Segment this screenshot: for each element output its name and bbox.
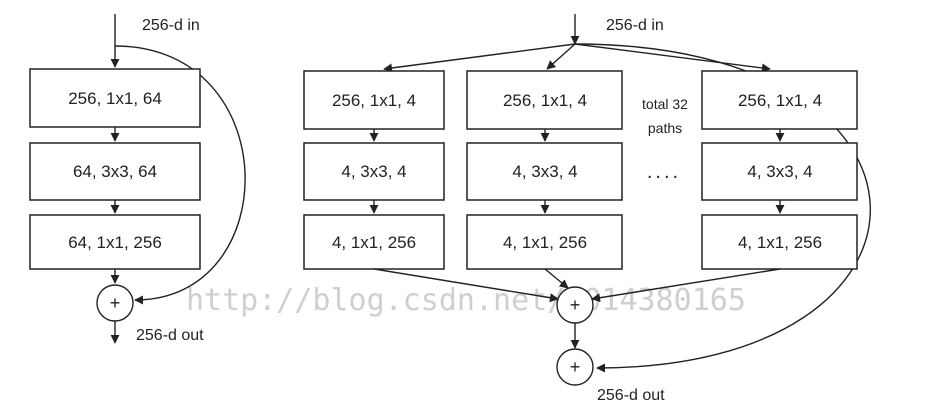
path-layer-box	[303, 142, 445, 201]
path-layer-label: 4, 3x3, 4	[512, 162, 577, 181]
merge-arrow-path-2	[544, 268, 569, 289]
left-layer-box: 64, 1x1, 256	[29, 214, 201, 270]
left-add-node: +	[96, 284, 134, 322]
residual-add-symbol: +	[570, 357, 581, 377]
path-2: 256, 1x1, 4 4, 3x3, 4 4, 1x1, 256	[466, 70, 623, 270]
residual-add-node: +	[556, 348, 594, 386]
merge-arrow-path-3	[591, 268, 781, 303]
left-block: 256-d in 256, 1x1, 64 64, 3x3, 64 64, 1x…	[29, 14, 246, 344]
path-layer-box	[701, 142, 858, 201]
path-layer-label: 4, 3x3, 4	[341, 162, 406, 181]
split-arrow-path-2	[546, 43, 576, 70]
path-layer-label: 4, 1x1, 256	[332, 233, 416, 252]
paths-ellipsis: ....	[647, 161, 681, 183]
left-output-label: 256-d out	[136, 327, 204, 344]
paths-count-note: paths	[648, 120, 682, 136]
path-layer-label: 4, 1x1, 256	[738, 233, 822, 252]
path-layer-label: 4, 3x3, 4	[747, 162, 812, 181]
path-layer-box	[701, 70, 858, 130]
split-arrow-path-3	[574, 43, 771, 73]
left-shortcut-connection	[114, 45, 246, 305]
left-layer-box: 64, 3x3, 64	[29, 142, 201, 201]
split-arrow-path-1	[383, 43, 576, 73]
right-block: 256-d in 256, 1x1, 4 4, 3x3, 4 4, 1x1, 2…	[303, 14, 871, 404]
paths-count-note: total 32	[642, 96, 688, 112]
path-layer-label: 256, 1x1, 4	[332, 91, 416, 110]
path-1: 256, 1x1, 4 4, 3x3, 4 4, 1x1, 256	[303, 70, 445, 270]
path-layer-label: 4, 1x1, 256	[503, 233, 587, 252]
path-layer-box	[303, 214, 445, 270]
left-add-symbol: +	[110, 293, 121, 313]
right-shortcut-connection	[574, 43, 871, 373]
aggregate-add-node: +	[556, 286, 594, 324]
left-layer-label: 256, 1x1, 64	[68, 89, 162, 108]
left-input-label: 256-d in	[142, 17, 200, 34]
path-layer-box	[466, 142, 623, 201]
path-layer-box	[466, 70, 623, 130]
merge-arrow-path-1	[373, 268, 559, 303]
right-output-label: 256-d out	[597, 387, 665, 404]
aggregate-add-symbol: +	[570, 295, 581, 315]
left-layer-label: 64, 3x3, 64	[73, 162, 157, 181]
path-layer-label: 256, 1x1, 4	[738, 91, 822, 110]
right-input-label: 256-d in	[606, 17, 664, 34]
left-layer-box: 256, 1x1, 64	[29, 68, 201, 128]
left-layer-label: 64, 1x1, 256	[68, 233, 162, 252]
path-layer-box	[701, 214, 858, 270]
path-layer-box	[466, 214, 623, 270]
path-layer-label: 256, 1x1, 4	[503, 91, 587, 110]
path-3: 256, 1x1, 4 4, 3x3, 4 4, 1x1, 256	[701, 70, 858, 270]
